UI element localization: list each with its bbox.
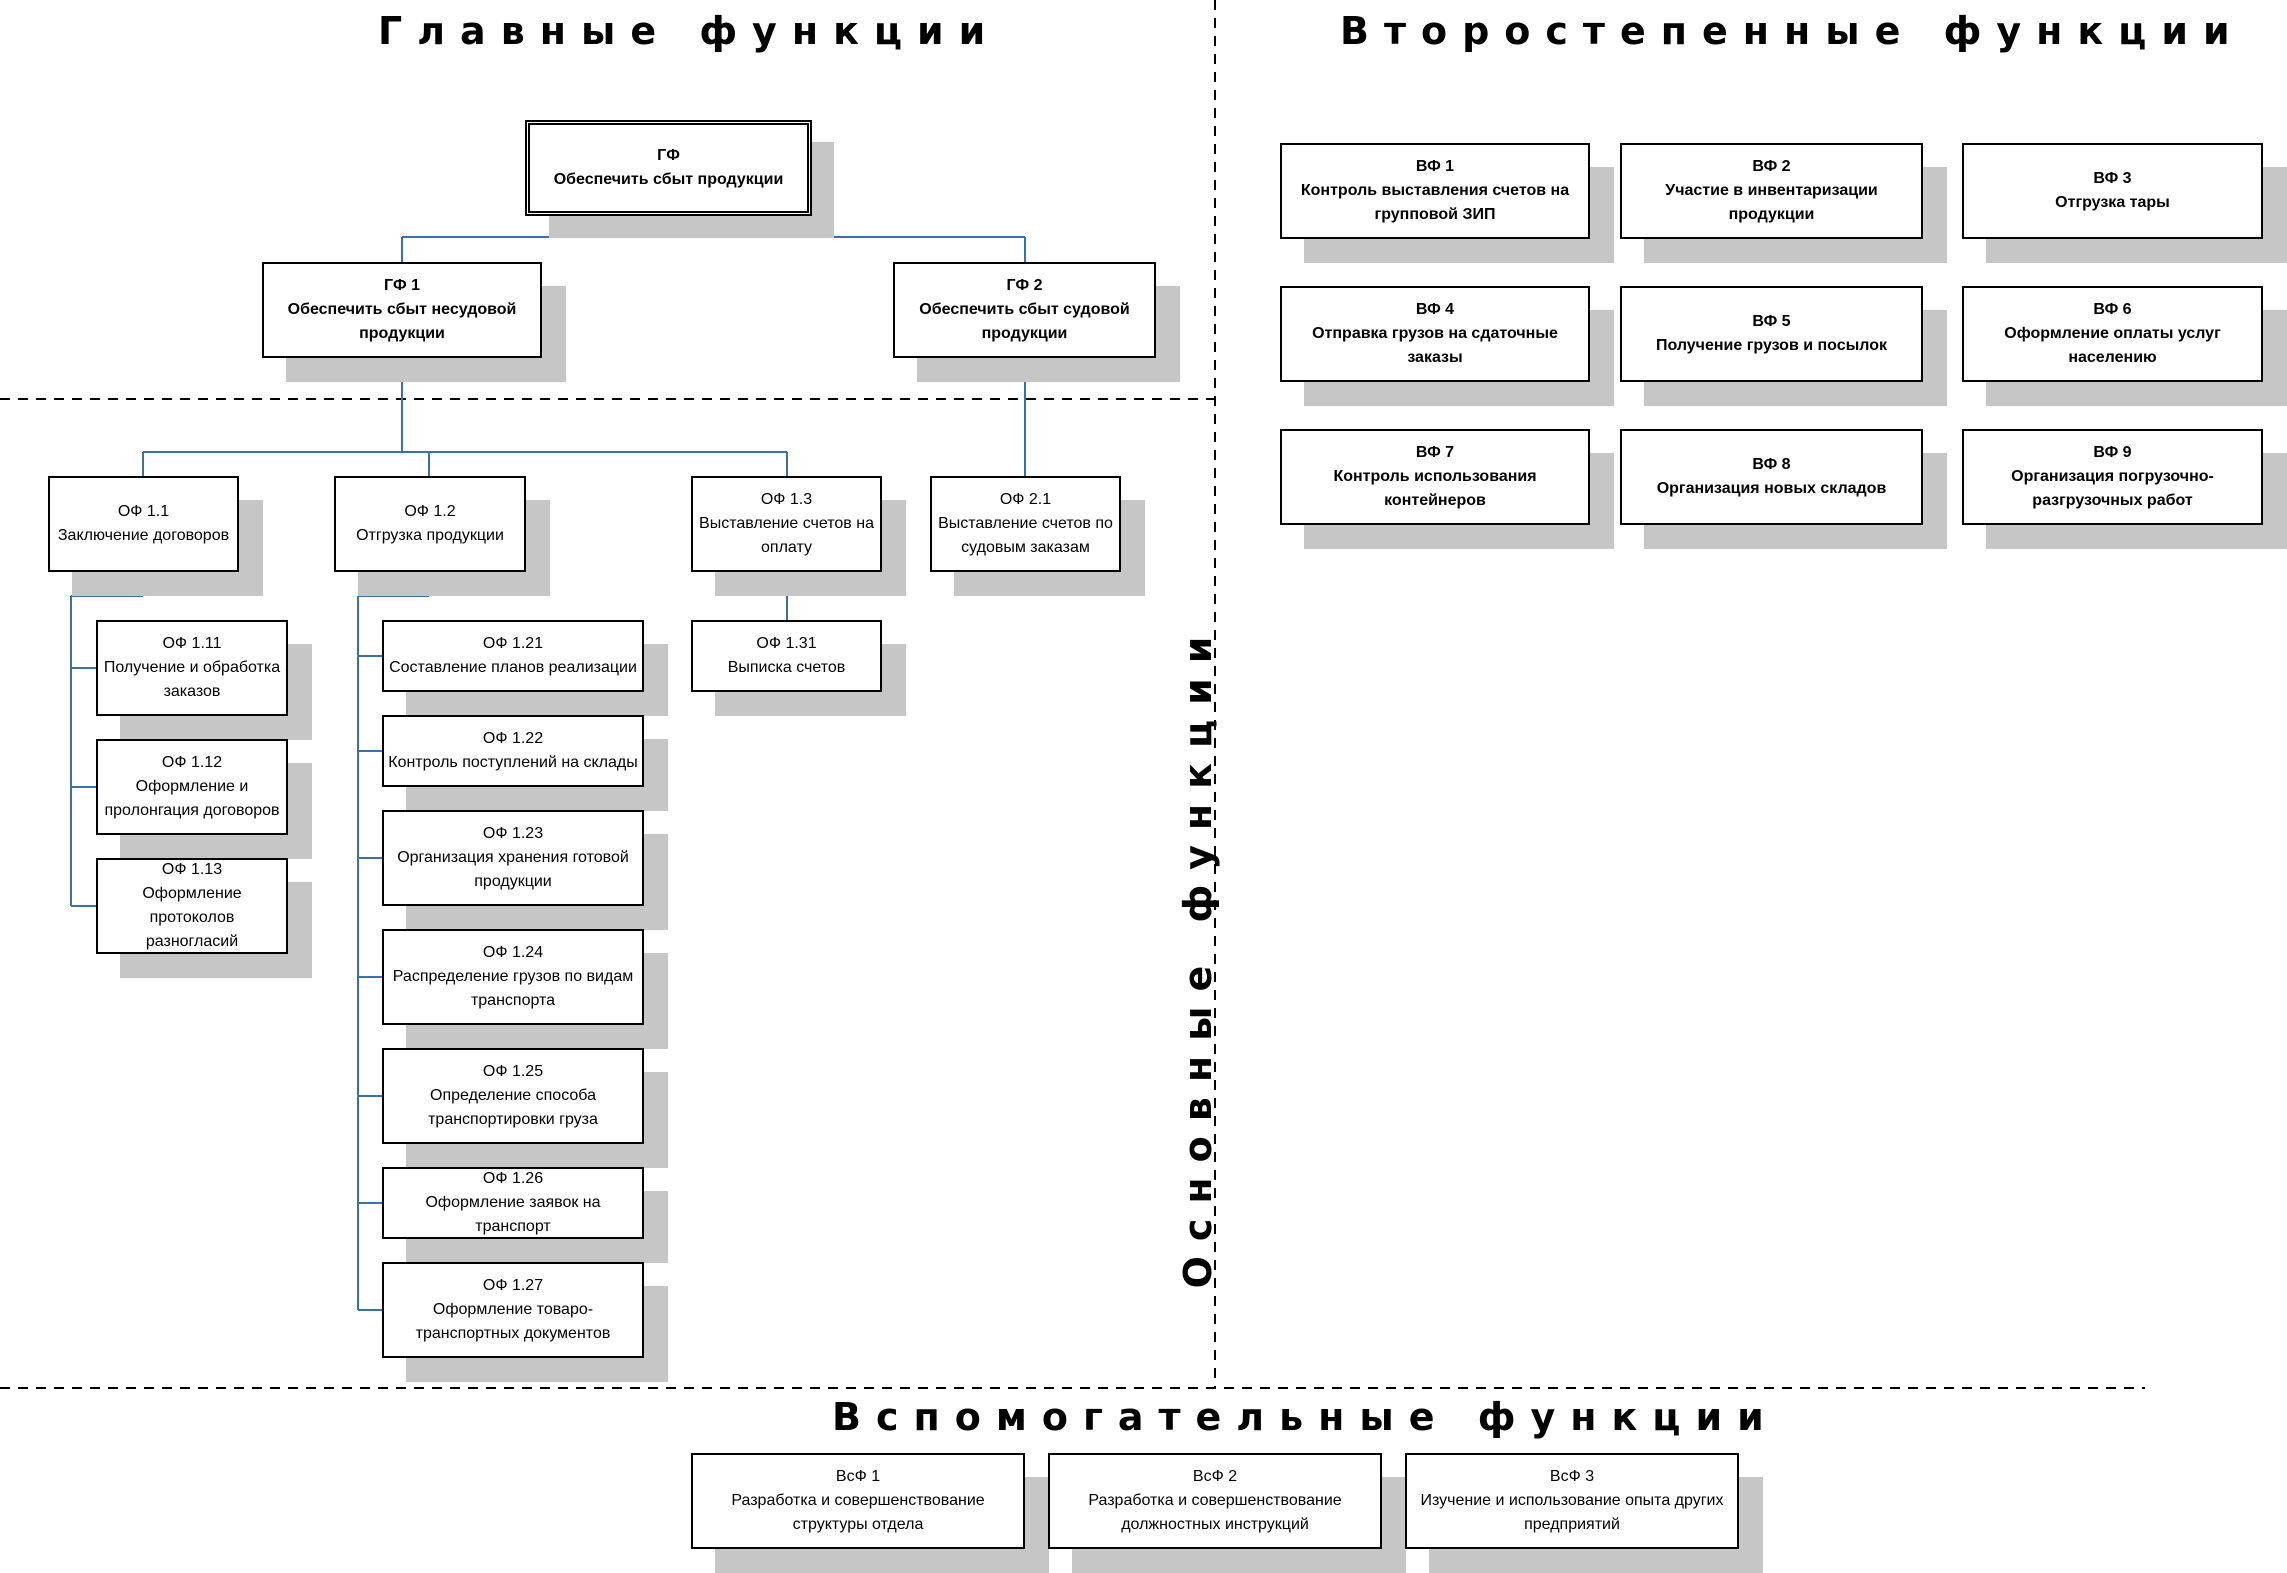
function-code: ОФ 1.12 [161,754,223,771]
secondary-function-vf7: ВФ 7 Контроль использования контейнеров [1280,429,1590,525]
function-code: ОФ 1.1 [117,503,170,520]
basic-function-of126: ОФ 1.26 Оформление заявок на транспорт [382,1167,644,1239]
function-code: ОФ 1.27 [482,1277,544,1294]
basic-function-of123: ОФ 1.23 Организация хранения готовой про… [382,810,644,906]
function-text: Обеспечить сбыт судовой продукции [919,301,1130,342]
auxiliary-functions-title: Вспомогательные функции [832,1395,1779,1439]
secondary-function-vf5: ВФ 5 Получение грузов и посылок [1620,286,1923,382]
main-function-gf1: ГФ 1 Обеспечить сбыт несудовой продукции [262,262,542,358]
function-code: ГФ 2 [1006,277,1043,294]
function-text: Оформление и пролонгация договоров [104,778,280,819]
basic-function-of127: ОФ 1.27 Оформление товаро-транспортных д… [382,1262,644,1358]
basic-function-of113: ОФ 1.13 Оформление протоколов разногласи… [96,858,288,954]
function-code: ОФ 1.22 [482,730,544,747]
function-code: ВФ 2 [1752,158,1791,175]
function-text: Заключение договоров [57,527,230,544]
secondary-function-vf4: ВФ 4 Отправка грузов на сдаточные заказы [1280,286,1590,382]
function-code: ВсФ 3 [1549,1468,1595,1485]
auxiliary-function-vsf2: ВсФ 2 Разработка и совершенствование дол… [1048,1453,1382,1549]
secondary-function-vf8: ВФ 8 Организация новых складов [1620,429,1923,525]
function-text: Организация погрузочно-разгрузочных рабо… [2011,468,2214,509]
function-text: Контроль использования контейнеров [1333,468,1537,509]
function-code: ВФ 5 [1752,313,1791,330]
function-code: ОФ 1.21 [482,635,544,652]
secondary-functions-title: Второстепенные функции [1340,9,2245,53]
function-code: ВсФ 2 [1192,1468,1238,1485]
function-text: Отправка грузов на сдаточные заказы [1312,325,1558,366]
function-text: Разработка и совершенствование структуры… [731,1492,985,1533]
function-text: Изучение и использование опыта других пр… [1420,1492,1724,1533]
function-text: Обеспечить сбыт продукции [553,171,784,188]
main-function-gf: ГФ Обеспечить сбыт продукции [525,120,812,216]
function-code: ОФ 1.31 [756,635,817,652]
function-code: ОФ 1.2 [404,503,456,520]
basic-function-of11: ОФ 1.1 Заключение договоров [48,476,239,572]
function-text: Выставление счетов на оплату [699,515,874,556]
function-code: ОФ 1.11 [162,635,222,652]
function-text: Выставление счетов по судовым заказам [938,515,1113,556]
function-code: ВФ 4 [1415,301,1455,318]
function-text: Участие в инвентаризации продукции [1665,182,1878,223]
basic-function-of122: ОФ 1.22 Контроль поступлений на склады [382,715,644,787]
function-text: Разработка и совершенствование должностн… [1088,1492,1342,1533]
function-text: Отгрузка тары [2055,194,2170,211]
secondary-function-vf3: ВФ 3 Отгрузка тары [1962,143,2263,239]
auxiliary-function-vsf3: ВсФ 3 Изучение и использование опыта дру… [1405,1453,1739,1549]
function-text: Определение способа транспортировки груз… [428,1087,598,1128]
basic-function-of21: ОФ 2.1 Выставление счетов по судовым зак… [930,476,1121,572]
function-code: ВсФ 1 [835,1468,881,1485]
function-code: ОФ 1.3 [760,491,813,508]
function-text: Организация новых складов [1656,480,1887,497]
function-text: Обеспечить сбыт несудовой продукции [287,301,517,342]
function-code: ГФ 1 [383,277,421,294]
function-code: ВФ 3 [2093,170,2132,187]
basic-function-of125: ОФ 1.25 Определение способа транспортиро… [382,1048,644,1144]
function-code: ГФ [657,147,680,164]
function-text: Оформление протоколов разногласий [142,885,242,950]
function-code: ОФ 1.13 [161,861,223,878]
function-text: Выписка счетов [727,659,846,676]
function-code: ВФ 6 [2093,301,2132,318]
function-text: Организация хранения готовой продукции [397,849,629,890]
function-text: Отгрузка продукции [356,527,504,544]
function-text: Оформление заявок на транспорт [425,1194,601,1235]
basic-function-of131: ОФ 1.31 Выписка счетов [691,620,882,692]
function-text: Распределение грузов по видам транспорта [392,968,634,1009]
basic-function-of112: ОФ 1.12 Оформление и пролонгация договор… [96,739,288,835]
secondary-function-vf6: ВФ 6 Оформление оплаты услуг населению [1962,286,2263,382]
basic-function-of12: ОФ 1.2 Отгрузка продукции [334,476,526,572]
function-text: Контроль выставления счетов на групповой… [1300,182,1570,223]
function-code: ОФ 1.23 [482,825,544,842]
function-text: Получение грузов и посылок [1655,337,1888,354]
main-function-gf2: ГФ 2 Обеспечить сбыт судовой продукции [893,262,1156,358]
basic-function-of13: ОФ 1.3 Выставление счетов на оплату [691,476,882,572]
function-code: ВФ 1 [1415,158,1455,175]
function-text: Контроль поступлений на склады [388,754,638,771]
function-code: ОФ 1.24 [482,944,544,961]
function-code: ОФ 1.26 [482,1170,544,1187]
function-code: ВФ 8 [1752,456,1791,473]
function-text: Оформление оплаты услуг населению [2004,325,2221,366]
function-code: ВФ 7 [1415,444,1455,461]
auxiliary-function-vsf1: ВсФ 1 Разработка и совершенствование стр… [691,1453,1025,1549]
function-code: ВФ 9 [2093,444,2132,461]
function-text: Получение и обработка заказов [103,659,281,700]
basic-function-of111: ОФ 1.11 Получение и обработка заказов [96,620,288,716]
secondary-function-vf1: ВФ 1 Контроль выставления счетов на груп… [1280,143,1590,239]
function-code: ОФ 2.1 [999,491,1052,508]
basic-function-of121: ОФ 1.21 Составление планов реализации [382,620,644,692]
function-code: ОФ 1.25 [482,1063,544,1080]
secondary-function-vf2: ВФ 2 Участие в инвентаризации продукции [1620,143,1923,239]
function-text: Составление планов реализации [389,659,637,676]
basic-function-of124: ОФ 1.24 Распределение грузов по видам тр… [382,929,644,1025]
secondary-function-vf9: ВФ 9 Организация погрузочно-разгрузочных… [1962,429,2263,525]
main-functions-title: Главные функции [378,9,1001,53]
function-text: Оформление товаро-транспортных документо… [415,1301,611,1342]
